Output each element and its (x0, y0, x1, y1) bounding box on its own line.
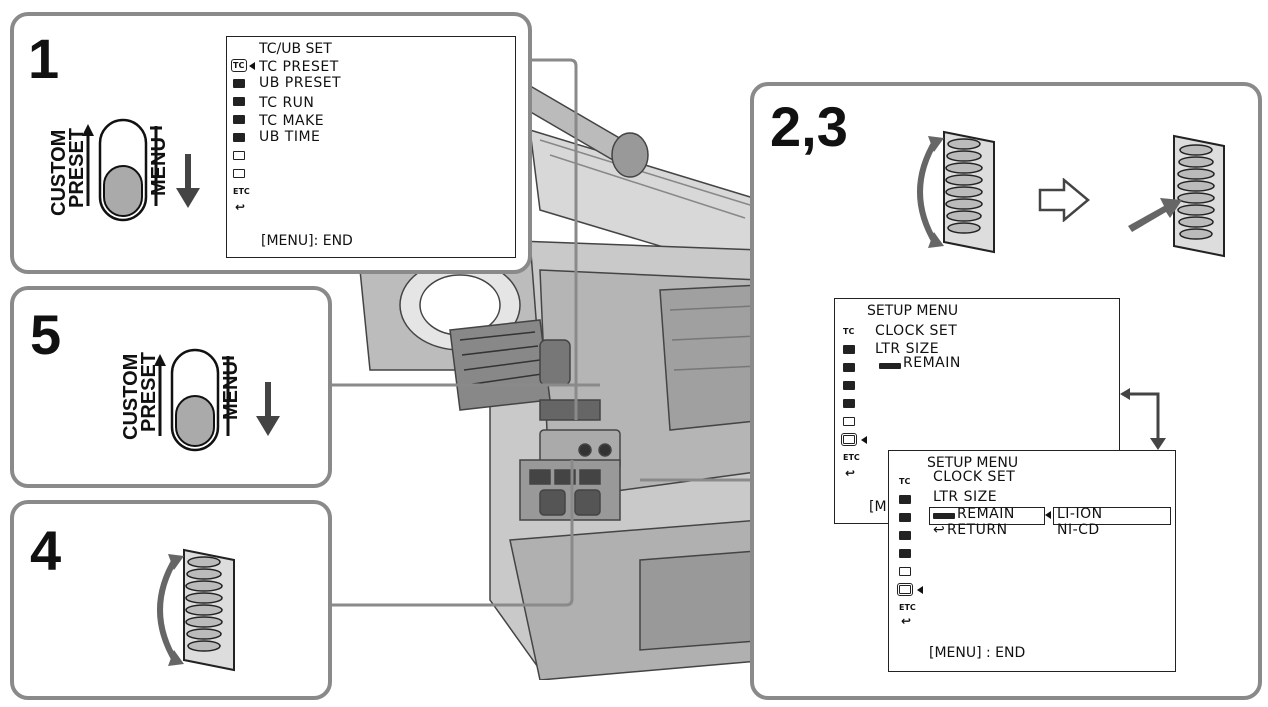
etc-icon: ETC (899, 603, 911, 612)
hollow-arrow-right-icon (1038, 178, 1090, 222)
etc-icon: ETC (233, 187, 245, 196)
cassette-icon (899, 513, 911, 522)
step-2-3-number: 2,3 (770, 94, 848, 159)
menu-item[interactable]: REMAIN (957, 506, 1015, 522)
menu-item[interactable]: UB TIME (259, 129, 320, 145)
menu-end-label: [MENU]: END (261, 233, 353, 249)
setup-menu-after: SETUP MENU TC ETC ↩ CLOCK SET LTR SIZE R… (888, 450, 1176, 672)
switch-icon (82, 106, 172, 236)
menu-item[interactable]: LTR SIZE (933, 489, 997, 505)
switch-icon (154, 336, 244, 466)
step-4-panel: 4 (10, 500, 332, 700)
setup-icon (899, 585, 911, 594)
cm-icon (233, 133, 245, 142)
option-pointer-icon (1045, 511, 1051, 519)
arrow-down-icon (256, 382, 280, 438)
menu-item[interactable]: TC PRESET (259, 59, 339, 75)
vtr-icon (899, 531, 911, 540)
step-5-number: 5 (30, 302, 61, 367)
step-2-3-panel: 2,3 (750, 82, 1262, 700)
lcd-icon (843, 417, 855, 426)
camera-icon (843, 345, 855, 354)
step-4-number: 4 (30, 518, 61, 583)
transition-arrow-icon (1120, 386, 1170, 450)
step-1-number: 1 (28, 26, 59, 91)
dial-icon (904, 122, 1004, 262)
vtr-icon (843, 381, 855, 390)
option-item[interactable]: NI-CD (1057, 522, 1100, 538)
camera-icon (899, 495, 911, 504)
setup-icon (843, 435, 855, 444)
menu-item[interactable]: TC RUN (259, 95, 314, 111)
menu-title: SETUP MENU (867, 303, 958, 319)
camera-icon (233, 79, 245, 88)
setup-icon (233, 169, 245, 178)
menu-item[interactable]: CLOCK SET (875, 323, 957, 339)
cm-icon (843, 399, 855, 408)
return-icon: ↩ (901, 617, 913, 626)
cm-icon (899, 549, 911, 558)
step-5-panel: 5 CUSTOM PRESET MENU (10, 286, 332, 488)
lcd-icon (899, 567, 911, 576)
vtr-icon (233, 115, 245, 124)
menu-item[interactable]: RETURN (947, 522, 1008, 538)
tc-icon: TC (899, 477, 911, 486)
etc-icon: ETC (843, 453, 855, 462)
menu-item[interactable]: REMAIN (903, 355, 961, 371)
arrow-down-icon (176, 154, 200, 210)
selection-pointer-icon (917, 586, 923, 594)
tc-ub-set-menu: TC/UB SET TC ETC ↩ TC PRESET UB PRESET T… (226, 36, 516, 258)
step-1-panel: 1 CUSTOM PRESET MENU TC/UB SET TC ETC ↩ … (10, 12, 532, 274)
battery-icon (933, 513, 955, 519)
return-icon: ↩ (933, 522, 945, 538)
menu-item[interactable]: UB PRESET (259, 75, 341, 91)
return-icon: ↩ (845, 469, 857, 478)
return-icon: ↩ (235, 203, 247, 212)
menu-item[interactable]: TC MAKE (259, 113, 324, 129)
menu-item[interactable]: CLOCK SET (933, 469, 1015, 485)
selection-pointer-icon (249, 62, 255, 70)
lcd-icon (233, 151, 245, 160)
menu-title: TC/UB SET (259, 41, 332, 57)
tc-icon: TC (843, 327, 855, 336)
battery-icon (879, 363, 901, 369)
tc-icon: TC (233, 61, 245, 70)
cassette-icon (843, 363, 855, 372)
selection-pointer-icon (861, 436, 867, 444)
menu-end-label: [MENU] : END (929, 645, 1025, 661)
option-item[interactable]: LI-ION (1057, 506, 1103, 522)
cassette-icon (233, 97, 245, 106)
menu-end-label: [M (869, 499, 887, 515)
dial-icon (144, 540, 244, 680)
dial-press-icon (1124, 126, 1244, 266)
